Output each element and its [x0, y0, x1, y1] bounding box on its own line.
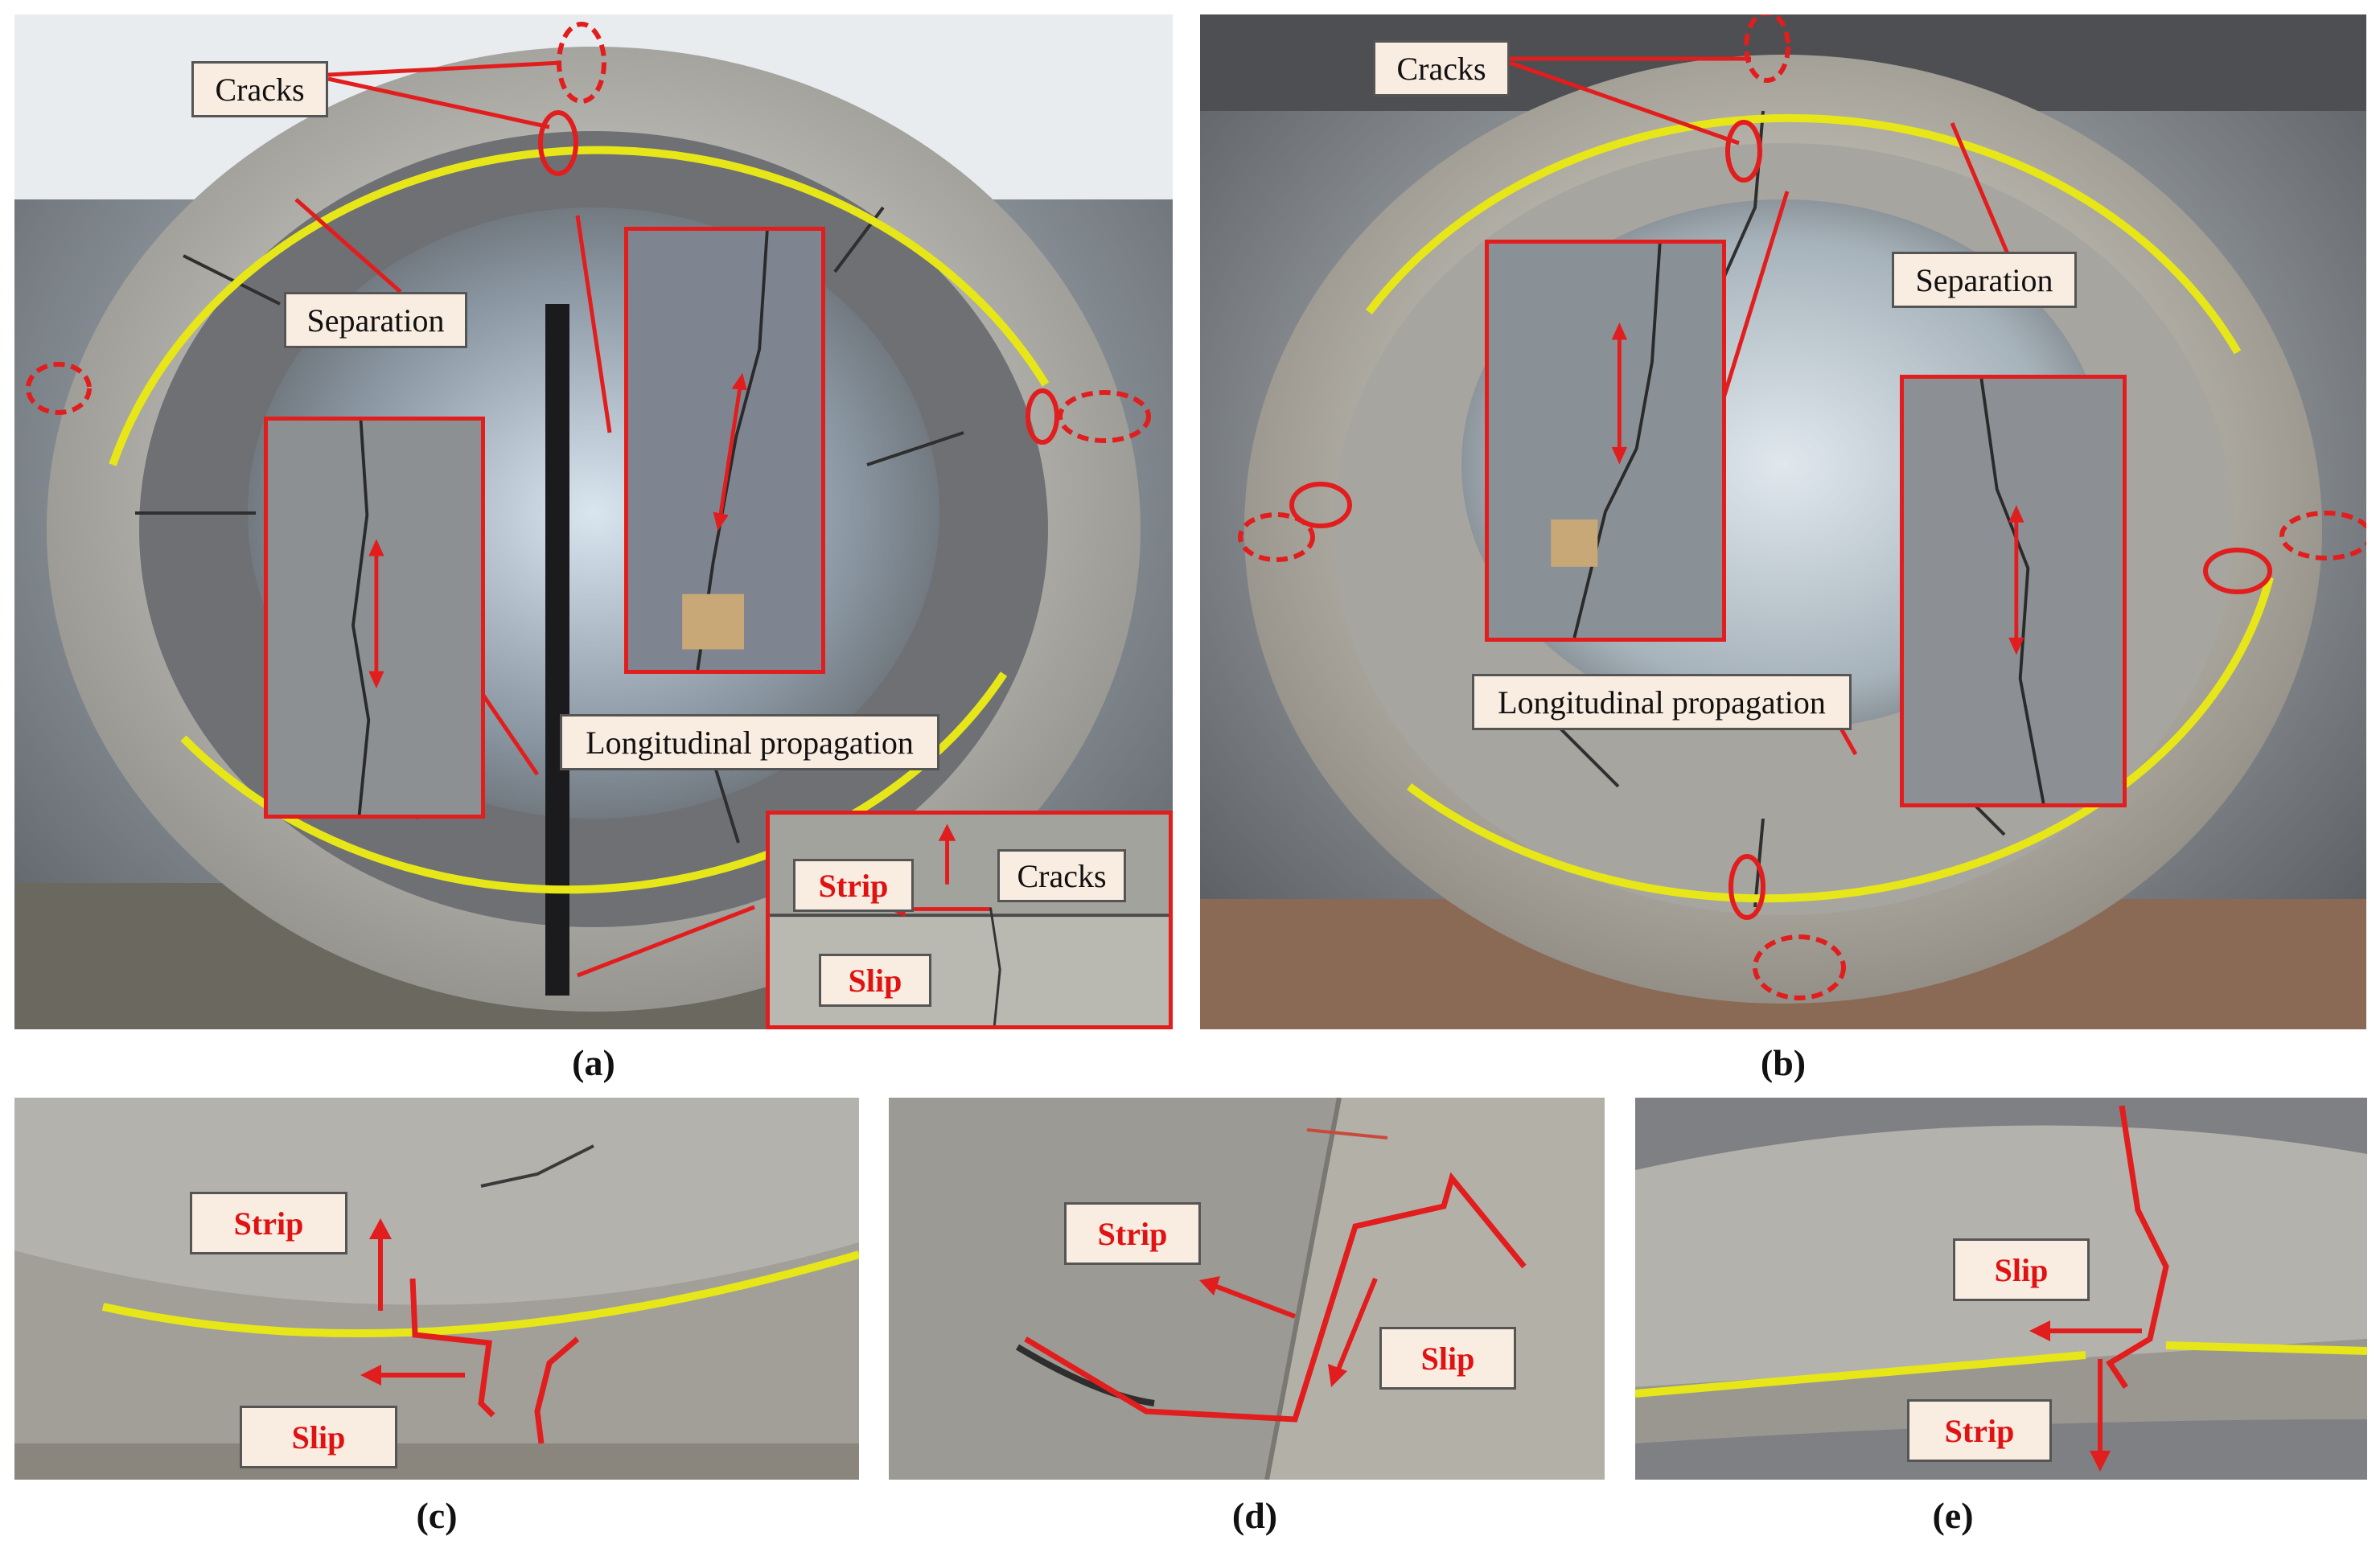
- inset-crack-closeup-a-right: [624, 227, 825, 674]
- label-cracks-inset-a: Cracks: [997, 849, 1126, 902]
- inset-crack-closeup-a-left: [264, 417, 485, 819]
- label-slip-c: Slip: [240, 1406, 397, 1468]
- strip-slip-closeup-c: [14, 1098, 859, 1480]
- inset-crack-closeup-b-left: [1485, 240, 1726, 642]
- photo-panel-c: Strip Slip: [14, 1098, 859, 1480]
- photo-panel-e: Slip Strip: [1635, 1098, 2367, 1480]
- label-longitudinal-propagation-a: Longitudinal propagation: [560, 714, 939, 770]
- label-strip-e: Strip: [1907, 1399, 2052, 1462]
- label-separation-b: Separation: [1892, 252, 2077, 308]
- photo-panel-a: Cracks Separation Longitudinal propagati…: [14, 14, 1173, 1029]
- annotation-overlay-b: [1238, 14, 2366, 1000]
- label-strip-a: Strip: [793, 859, 914, 912]
- label-slip-d: Slip: [1379, 1327, 1516, 1390]
- label-strip-c: Strip: [190, 1192, 347, 1254]
- label-cracks-a: Cracks: [191, 61, 328, 117]
- label-strip-d: Strip: [1064, 1202, 1201, 1265]
- annotation-overlay-a: [26, 22, 1151, 978]
- caption-e: (e): [1932, 1495, 1974, 1536]
- caption-d: (d): [1231, 1495, 1278, 1536]
- caption-c: (c): [416, 1495, 458, 1536]
- inset-crack-closeup-b-right: [1900, 375, 2127, 807]
- label-slip-a: Slip: [819, 954, 931, 1007]
- photo-panel-b: Cracks Separation Longitudinal propagati…: [1200, 14, 2366, 1029]
- caption-a: (a): [572, 1042, 615, 1083]
- photo-panel-d: Strip Slip: [889, 1098, 1605, 1480]
- label-separation-a: Separation: [284, 292, 467, 348]
- strip-slip-closeup-d: [889, 1098, 1605, 1480]
- label-longitudinal-propagation-b: Longitudinal propagation: [1472, 674, 1852, 730]
- label-cracks-b: Cracks: [1373, 40, 1510, 96]
- caption-b: (b): [1760, 1042, 1807, 1083]
- label-slip-e: Slip: [1953, 1238, 2090, 1301]
